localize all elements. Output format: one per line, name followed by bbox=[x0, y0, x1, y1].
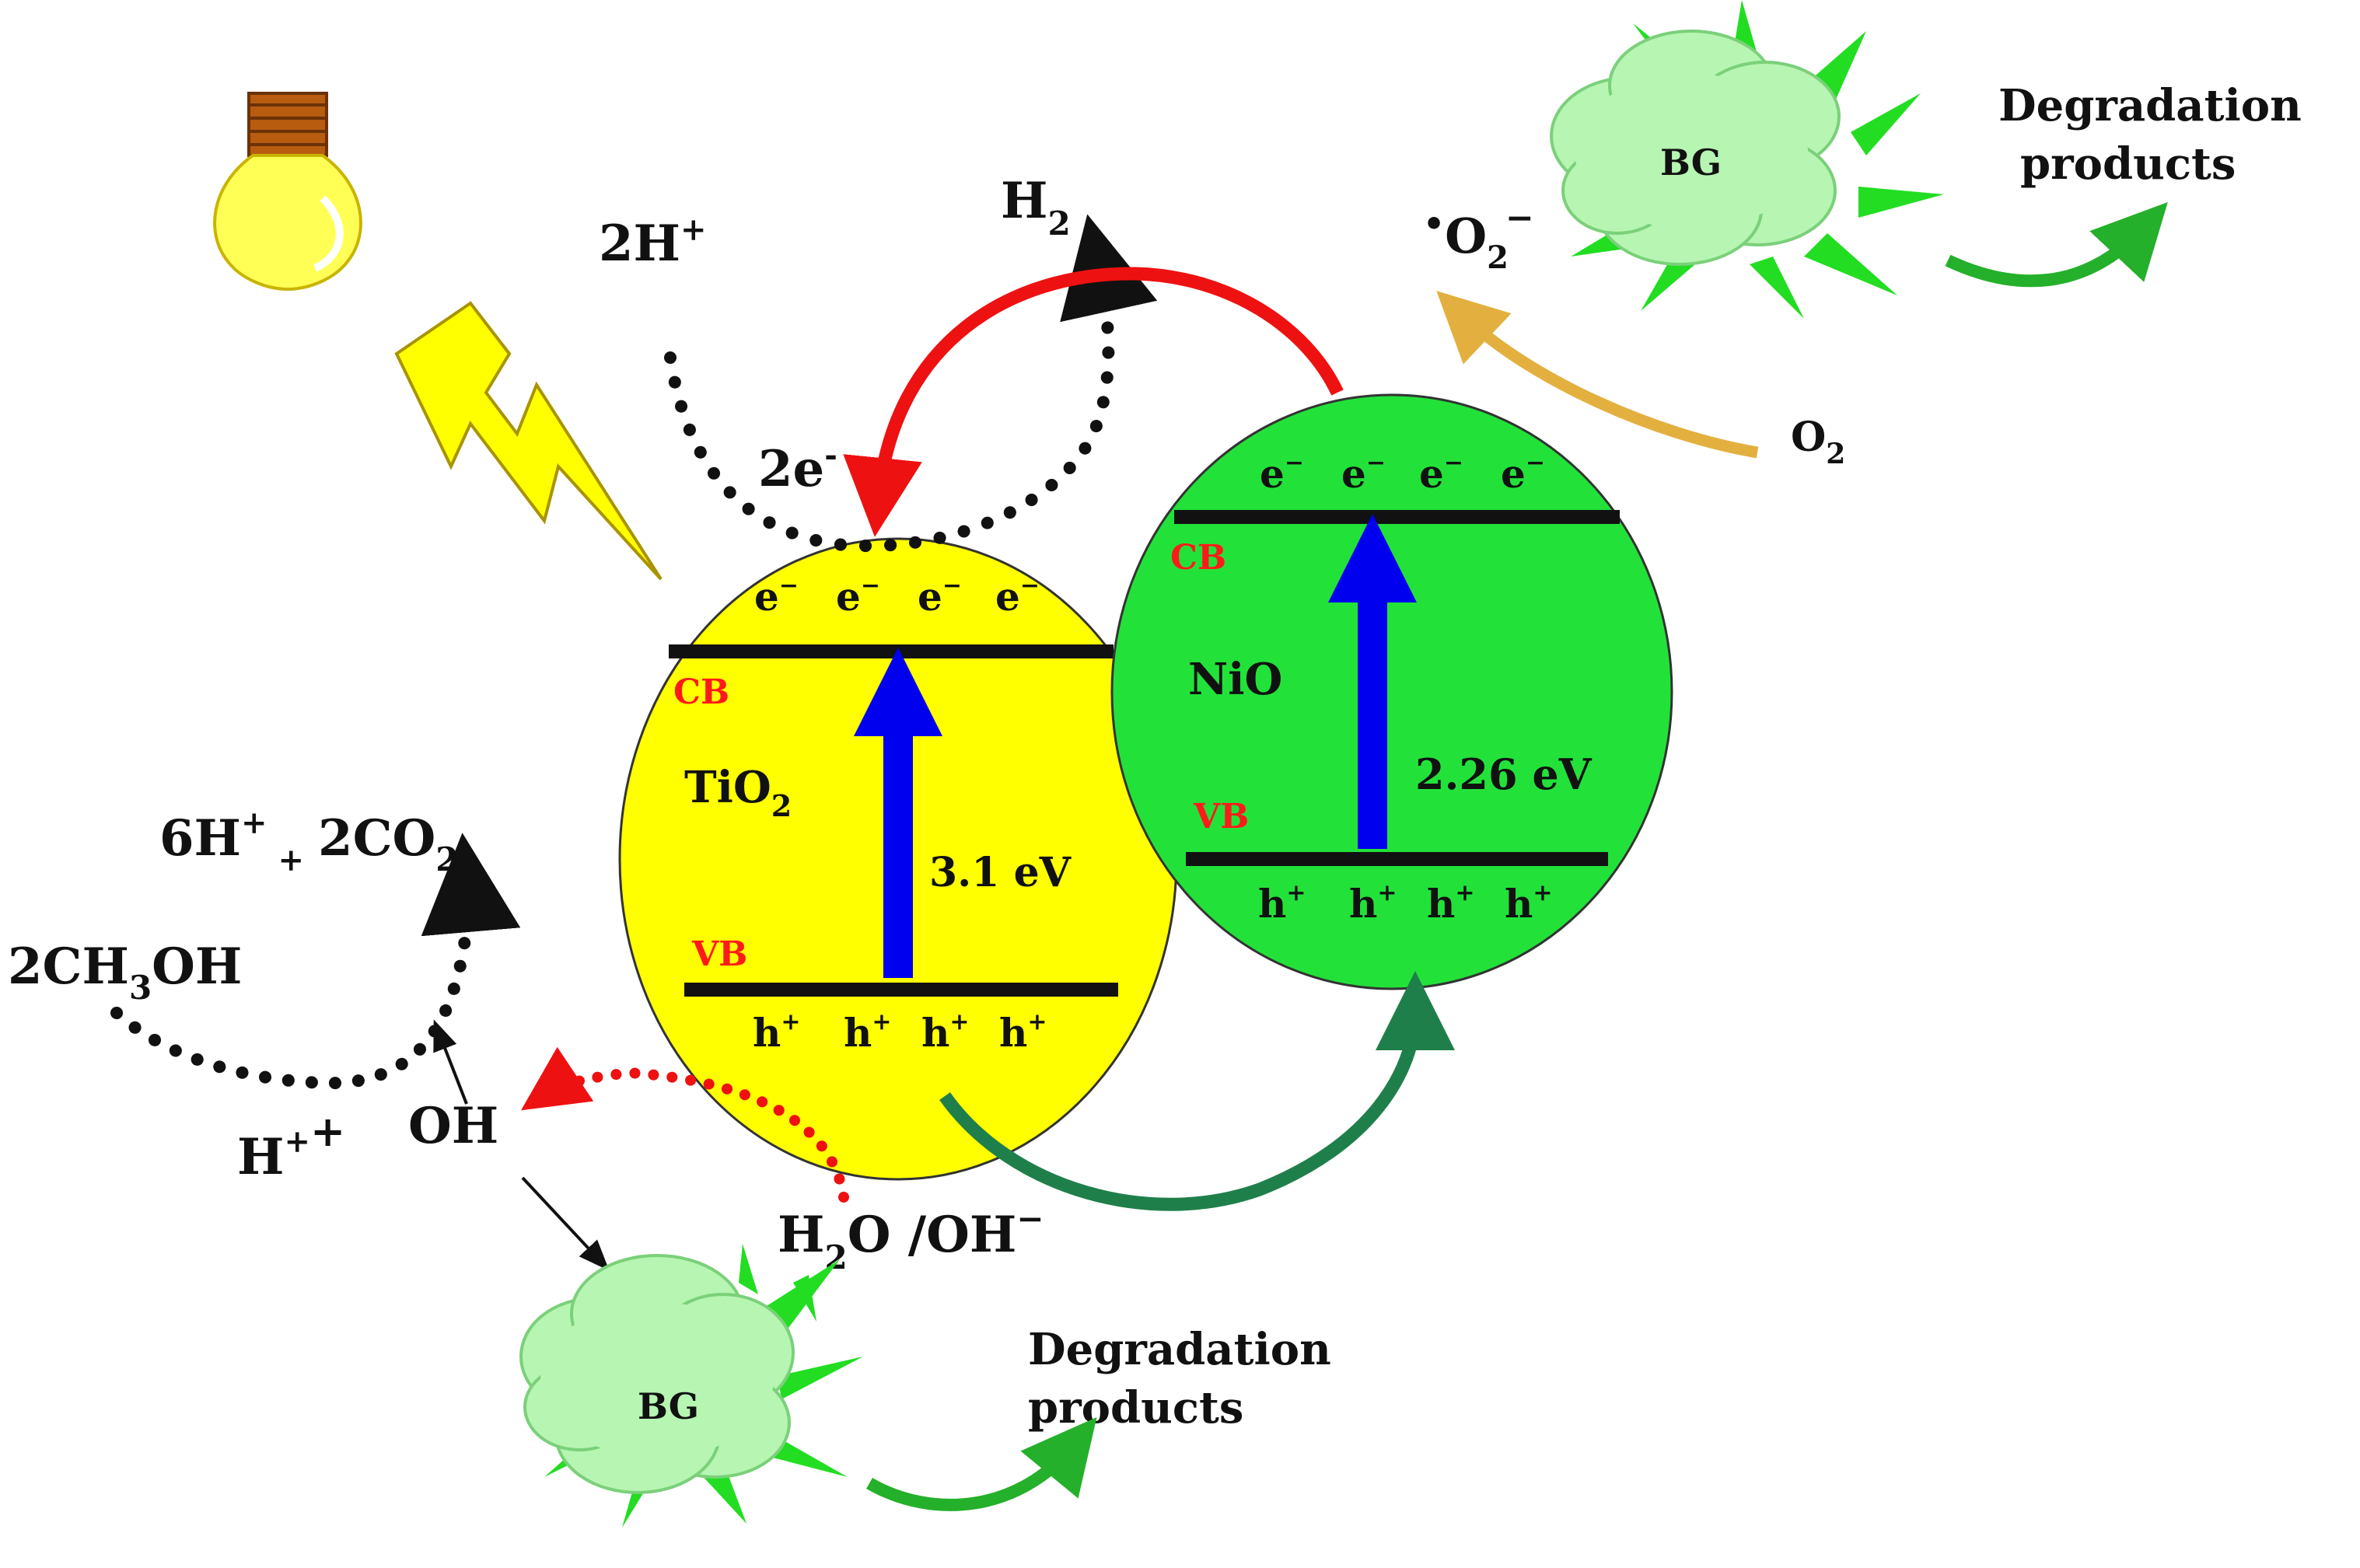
proton-label: 2H+ bbox=[599, 211, 707, 273]
dye-bottom-products-arrow bbox=[866, 1416, 1097, 1511]
tio2-hole: h+ bbox=[921, 1008, 970, 1056]
light-bulb-icon bbox=[213, 92, 362, 292]
methanol-label: 2CH3OH bbox=[8, 938, 242, 1007]
tio2-holes: h+ h+ h+ h+ bbox=[753, 1008, 1047, 1056]
nio-electron: e− bbox=[1341, 449, 1386, 497]
tio2-cb-label: CB bbox=[673, 672, 729, 712]
tio2-electron: e− bbox=[754, 572, 799, 620]
hydroxyl-to-dye-arrow bbox=[521, 1176, 610, 1271]
tio2-name: TiO2 bbox=[684, 762, 792, 823]
tio2-band-gap: 3.1 eV bbox=[929, 849, 1072, 896]
nio-holes: h+ h+ h+ h+ bbox=[1258, 879, 1553, 927]
water-oxidation-dotted-arrow bbox=[521, 1046, 849, 1203]
dye-bottom-products-line1: Degradation bbox=[1028, 1324, 1331, 1375]
bulb-screw-threads bbox=[249, 103, 327, 146]
tio2-electron: e− bbox=[836, 572, 880, 620]
nio-electrons: e− e− e− e− bbox=[1260, 449, 1545, 497]
tio2-vb-label: VB bbox=[691, 934, 747, 974]
dye-top-products-line2: products bbox=[2020, 138, 2236, 190]
cloud-burst-icon bbox=[1550, 0, 1944, 319]
dye-top-products-arrow bbox=[1945, 202, 2168, 288]
hydroxyl-label: OH bbox=[408, 1097, 498, 1155]
tio2-electron: e− bbox=[918, 572, 962, 620]
hydrogen-label: H2 bbox=[1001, 172, 1071, 243]
nio-particle: e− e− e− e− CB NiO 2.26 eV VB h+ h+ h+ h… bbox=[1110, 393, 1673, 990]
oxidation-products-label: 6H++2CO2 bbox=[159, 805, 458, 878]
dye-top-products-line1: Degradation bbox=[1998, 80, 2302, 131]
nio-electron: e− bbox=[1260, 449, 1304, 497]
two-electrons-label: 2e- bbox=[758, 437, 837, 498]
cloud-fill-core bbox=[540, 1302, 774, 1458]
oxygen-reduction-arrow bbox=[1436, 291, 1759, 459]
bulb-glass bbox=[213, 154, 362, 292]
nio-hole: h+ bbox=[1505, 879, 1553, 927]
tio2-hole: h+ bbox=[844, 1008, 892, 1056]
dye-top: BG Degradation products bbox=[1550, 0, 2302, 319]
superoxide-label: •O2− bbox=[1423, 198, 1534, 276]
nio-cb-label: CB bbox=[1170, 538, 1226, 578]
bulb-shine bbox=[313, 195, 344, 272]
hole-transfer-arrow bbox=[939, 971, 1455, 1211]
dye-bottom: BG Degradation products bbox=[519, 1244, 1331, 1528]
nio-hole: h+ bbox=[1427, 879, 1475, 927]
dye-bottom-products-line2: products bbox=[1028, 1382, 1243, 1434]
tio2-particle: e− e− e− e− CB TiO2 3.1 eV VB h+ h+ h+ h… bbox=[618, 537, 1178, 1181]
h-plus-label: H++ bbox=[237, 1106, 345, 1186]
nio-band-gap: 2.26 eV bbox=[1415, 749, 1593, 799]
tio2-electrons: e− e− e− e− bbox=[754, 572, 1040, 620]
nio-electron: e− bbox=[1419, 449, 1463, 497]
dye-top-label: BG bbox=[1660, 141, 1722, 183]
proton-reduction-dotted-arrow bbox=[664, 214, 1158, 553]
nio-hole: h+ bbox=[1258, 879, 1306, 927]
nio-hole: h+ bbox=[1349, 879, 1397, 927]
nio-vb-label: VB bbox=[1193, 797, 1249, 836]
water-label: H2O /OH− bbox=[778, 1200, 1044, 1276]
electron-transfer-arrow bbox=[843, 267, 1344, 537]
nio-name: NiO bbox=[1188, 654, 1282, 705]
tio2-hole: h+ bbox=[999, 1008, 1047, 1056]
nio-electron: e− bbox=[1501, 449, 1545, 497]
dye-bottom-label: BG bbox=[638, 1385, 699, 1427]
tio2-hole: h+ bbox=[753, 1008, 801, 1056]
cloud-burst-icon bbox=[519, 1244, 863, 1528]
lightning-bolt-icon bbox=[394, 301, 663, 581]
hydroxyl-to-methanol-arrow bbox=[433, 1019, 468, 1105]
tio2-electron: e− bbox=[995, 572, 1040, 620]
oxygen-label: O2 bbox=[1791, 414, 1845, 470]
cloud-fill-core bbox=[1575, 74, 1808, 229]
methanol-oxidation-dotted-arrow bbox=[110, 833, 521, 1090]
